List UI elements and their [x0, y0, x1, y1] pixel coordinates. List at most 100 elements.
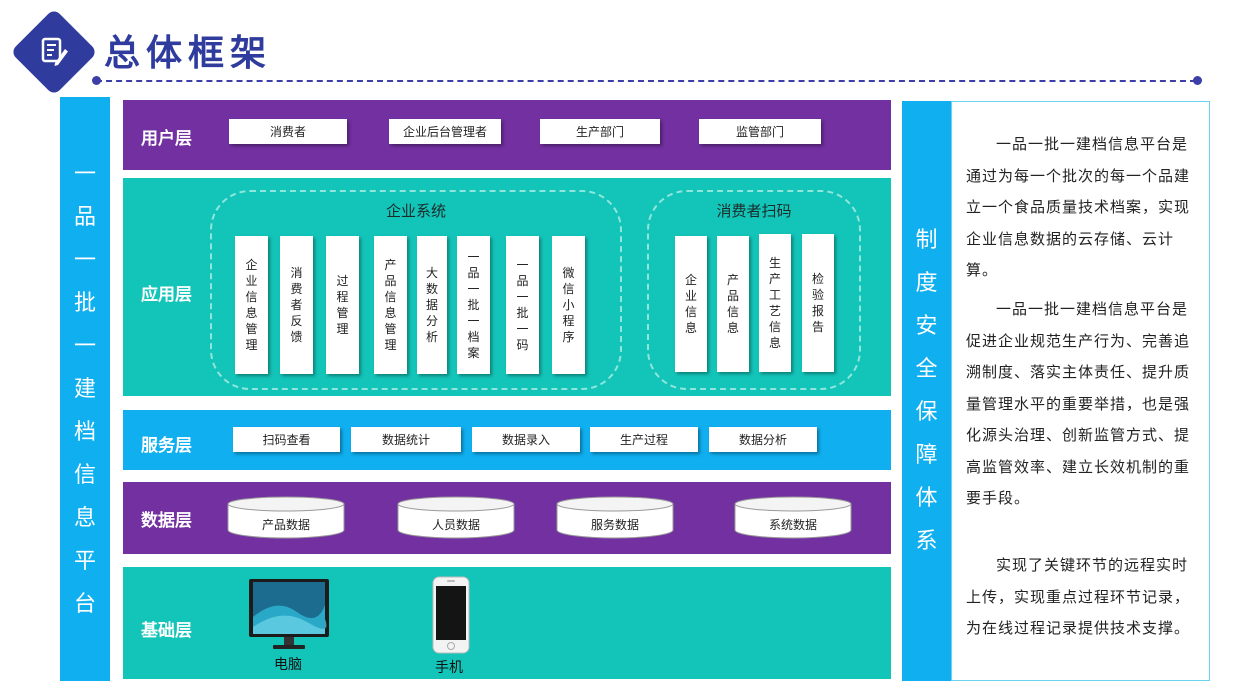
vertical-char: 馈 — [290, 330, 303, 344]
data-cylinder-label: 服务数据 — [590, 518, 639, 532]
vertical-char: 消 — [290, 266, 303, 280]
vertical-char: 大 — [425, 266, 438, 280]
data-layer-label: 数据层 — [141, 511, 192, 531]
vertical-char: 一 — [516, 290, 529, 304]
vertical-char: 据 — [425, 298, 438, 312]
device-label-phone: 手机 — [435, 660, 463, 676]
data-cylinder-label: 产品数据 — [261, 518, 310, 532]
vertical-char: 息 — [384, 306, 397, 320]
phone-icon — [432, 576, 470, 654]
vertical-char: 生 — [768, 256, 781, 270]
vertical-char: 系 — [915, 529, 938, 554]
vertical-char: 体 — [915, 486, 938, 511]
divider-dot-left — [92, 76, 101, 85]
vertical-char: 管 — [384, 322, 397, 336]
vertical-char: 信 — [562, 282, 575, 296]
vertical-char: 安 — [915, 314, 938, 339]
data-cylinder: 服务数据 — [556, 496, 674, 539]
vertical-char: 品 — [384, 274, 397, 288]
right-security-bar: 制度安全保障体系 — [902, 101, 951, 681]
vertical-char: 检 — [811, 272, 824, 286]
vertical-char: 批 — [467, 298, 480, 312]
vertical-char: 企 — [684, 273, 697, 287]
scan-card: 检验报告 — [802, 234, 834, 372]
vertical-char: 过 — [336, 274, 349, 288]
vertical-char: 业 — [684, 289, 697, 303]
vertical-char: 产 — [726, 273, 739, 287]
vertical-char: 企 — [245, 258, 258, 272]
vertical-char: 费 — [290, 282, 303, 296]
vertical-char: 信 — [684, 305, 697, 319]
scan-card: 生产工艺信息 — [759, 234, 791, 372]
app-card: 过程管理 — [326, 236, 359, 374]
vertical-char: 息 — [684, 321, 697, 335]
vertical-char: 理 — [384, 338, 397, 352]
vertical-char: 一 — [516, 258, 529, 272]
header-divider — [96, 80, 1196, 82]
description-panel: 一品一批一建档信息平台是通过为每一个批次的每一个品建立一个食品质量技术档案，实现… — [951, 101, 1210, 681]
vertical-char: 管 — [336, 306, 349, 320]
vertical-char: 分 — [425, 314, 438, 328]
scan-card: 产品信息 — [717, 236, 749, 372]
vertical-char: 理 — [336, 322, 349, 336]
vertical-char: 一 — [467, 314, 480, 328]
app-card: 微信小程序 — [552, 236, 585, 374]
user-chip-production: 生产部门 — [540, 119, 660, 144]
vertical-char: 信 — [384, 290, 397, 304]
vertical-char: 案 — [467, 346, 480, 360]
vertical-char: 档 — [467, 330, 480, 344]
vertical-char: 台 — [73, 591, 96, 617]
left-bar-title: 一品一批一建档信息平台 — [74, 153, 96, 626]
left-platform-bar: 一品一批一建档信息平台 — [60, 97, 110, 681]
device-label-computer: 电脑 — [274, 657, 302, 673]
data-cylinder-label: 系统数据 — [768, 518, 817, 532]
vertical-char: 一 — [73, 333, 96, 359]
vertical-char: 制 — [915, 228, 938, 253]
vertical-char: 一 — [467, 282, 480, 296]
app-card: 产品信息管理 — [374, 236, 407, 374]
data-cylinder: 产品数据 — [227, 496, 345, 539]
vertical-char: 管 — [245, 322, 258, 336]
enterprise-group-title: 企业系统 — [385, 202, 446, 220]
vertical-char: 品 — [467, 266, 480, 280]
user-chip-regulator: 监管部门 — [699, 119, 821, 144]
vertical-char: 析 — [425, 330, 438, 344]
service-chip: 扫码查看 — [233, 427, 340, 452]
vertical-char: 档 — [73, 419, 96, 445]
app-layer: 应用层 企业系统 企业信息管理 消费者反馈 过程管理 产品信息管理 大数据分析 … — [123, 178, 891, 396]
user-chip-admin: 企业后台管理者 — [389, 119, 501, 144]
vertical-char: 建 — [73, 376, 96, 402]
vertical-char: 小 — [562, 298, 575, 312]
vertical-char: 品 — [73, 204, 96, 230]
app-card: 企业信息管理 — [235, 236, 268, 374]
description-paragraph: 一品一批一建档信息平台是促进企业规范生产行为、完善追溯制度、落实主体责任、提升质… — [966, 300, 1191, 507]
vertical-char: 码 — [516, 338, 529, 352]
scan-card: 企业信息 — [675, 236, 707, 372]
consumer-scan-group — [647, 190, 861, 390]
vertical-char: 息 — [726, 321, 739, 335]
vertical-char: 信 — [245, 290, 258, 304]
consumer-group-title: 消费者扫码 — [716, 202, 792, 220]
vertical-char: 告 — [811, 320, 824, 334]
vertical-char: 微 — [562, 266, 575, 280]
vertical-char: 一 — [73, 247, 96, 273]
vertical-char: 信 — [73, 462, 96, 488]
vertical-char: 反 — [290, 314, 303, 328]
vertical-char: 一 — [516, 322, 529, 336]
user-chip-consumer: 消费者 — [229, 119, 347, 144]
user-layer: 用户层 消费者 企业后台管理者 生产部门 监管部门 — [123, 100, 891, 170]
vertical-char: 序 — [562, 330, 575, 344]
app-layer-label: 应用层 — [141, 285, 192, 305]
vertical-char: 息 — [73, 505, 96, 531]
vertical-char: 工 — [768, 288, 781, 302]
vertical-char: 数 — [425, 282, 438, 296]
vertical-char: 报 — [811, 304, 824, 318]
vertical-char: 平 — [73, 548, 96, 574]
vertical-char: 一 — [467, 250, 480, 264]
vertical-char: 度 — [915, 271, 938, 296]
enterprise-system-group — [210, 190, 622, 390]
vertical-char: 全 — [915, 357, 938, 382]
page-title: 总体框架 — [104, 33, 273, 74]
edit-document-icon — [30, 28, 78, 76]
vertical-char: 障 — [915, 443, 938, 468]
